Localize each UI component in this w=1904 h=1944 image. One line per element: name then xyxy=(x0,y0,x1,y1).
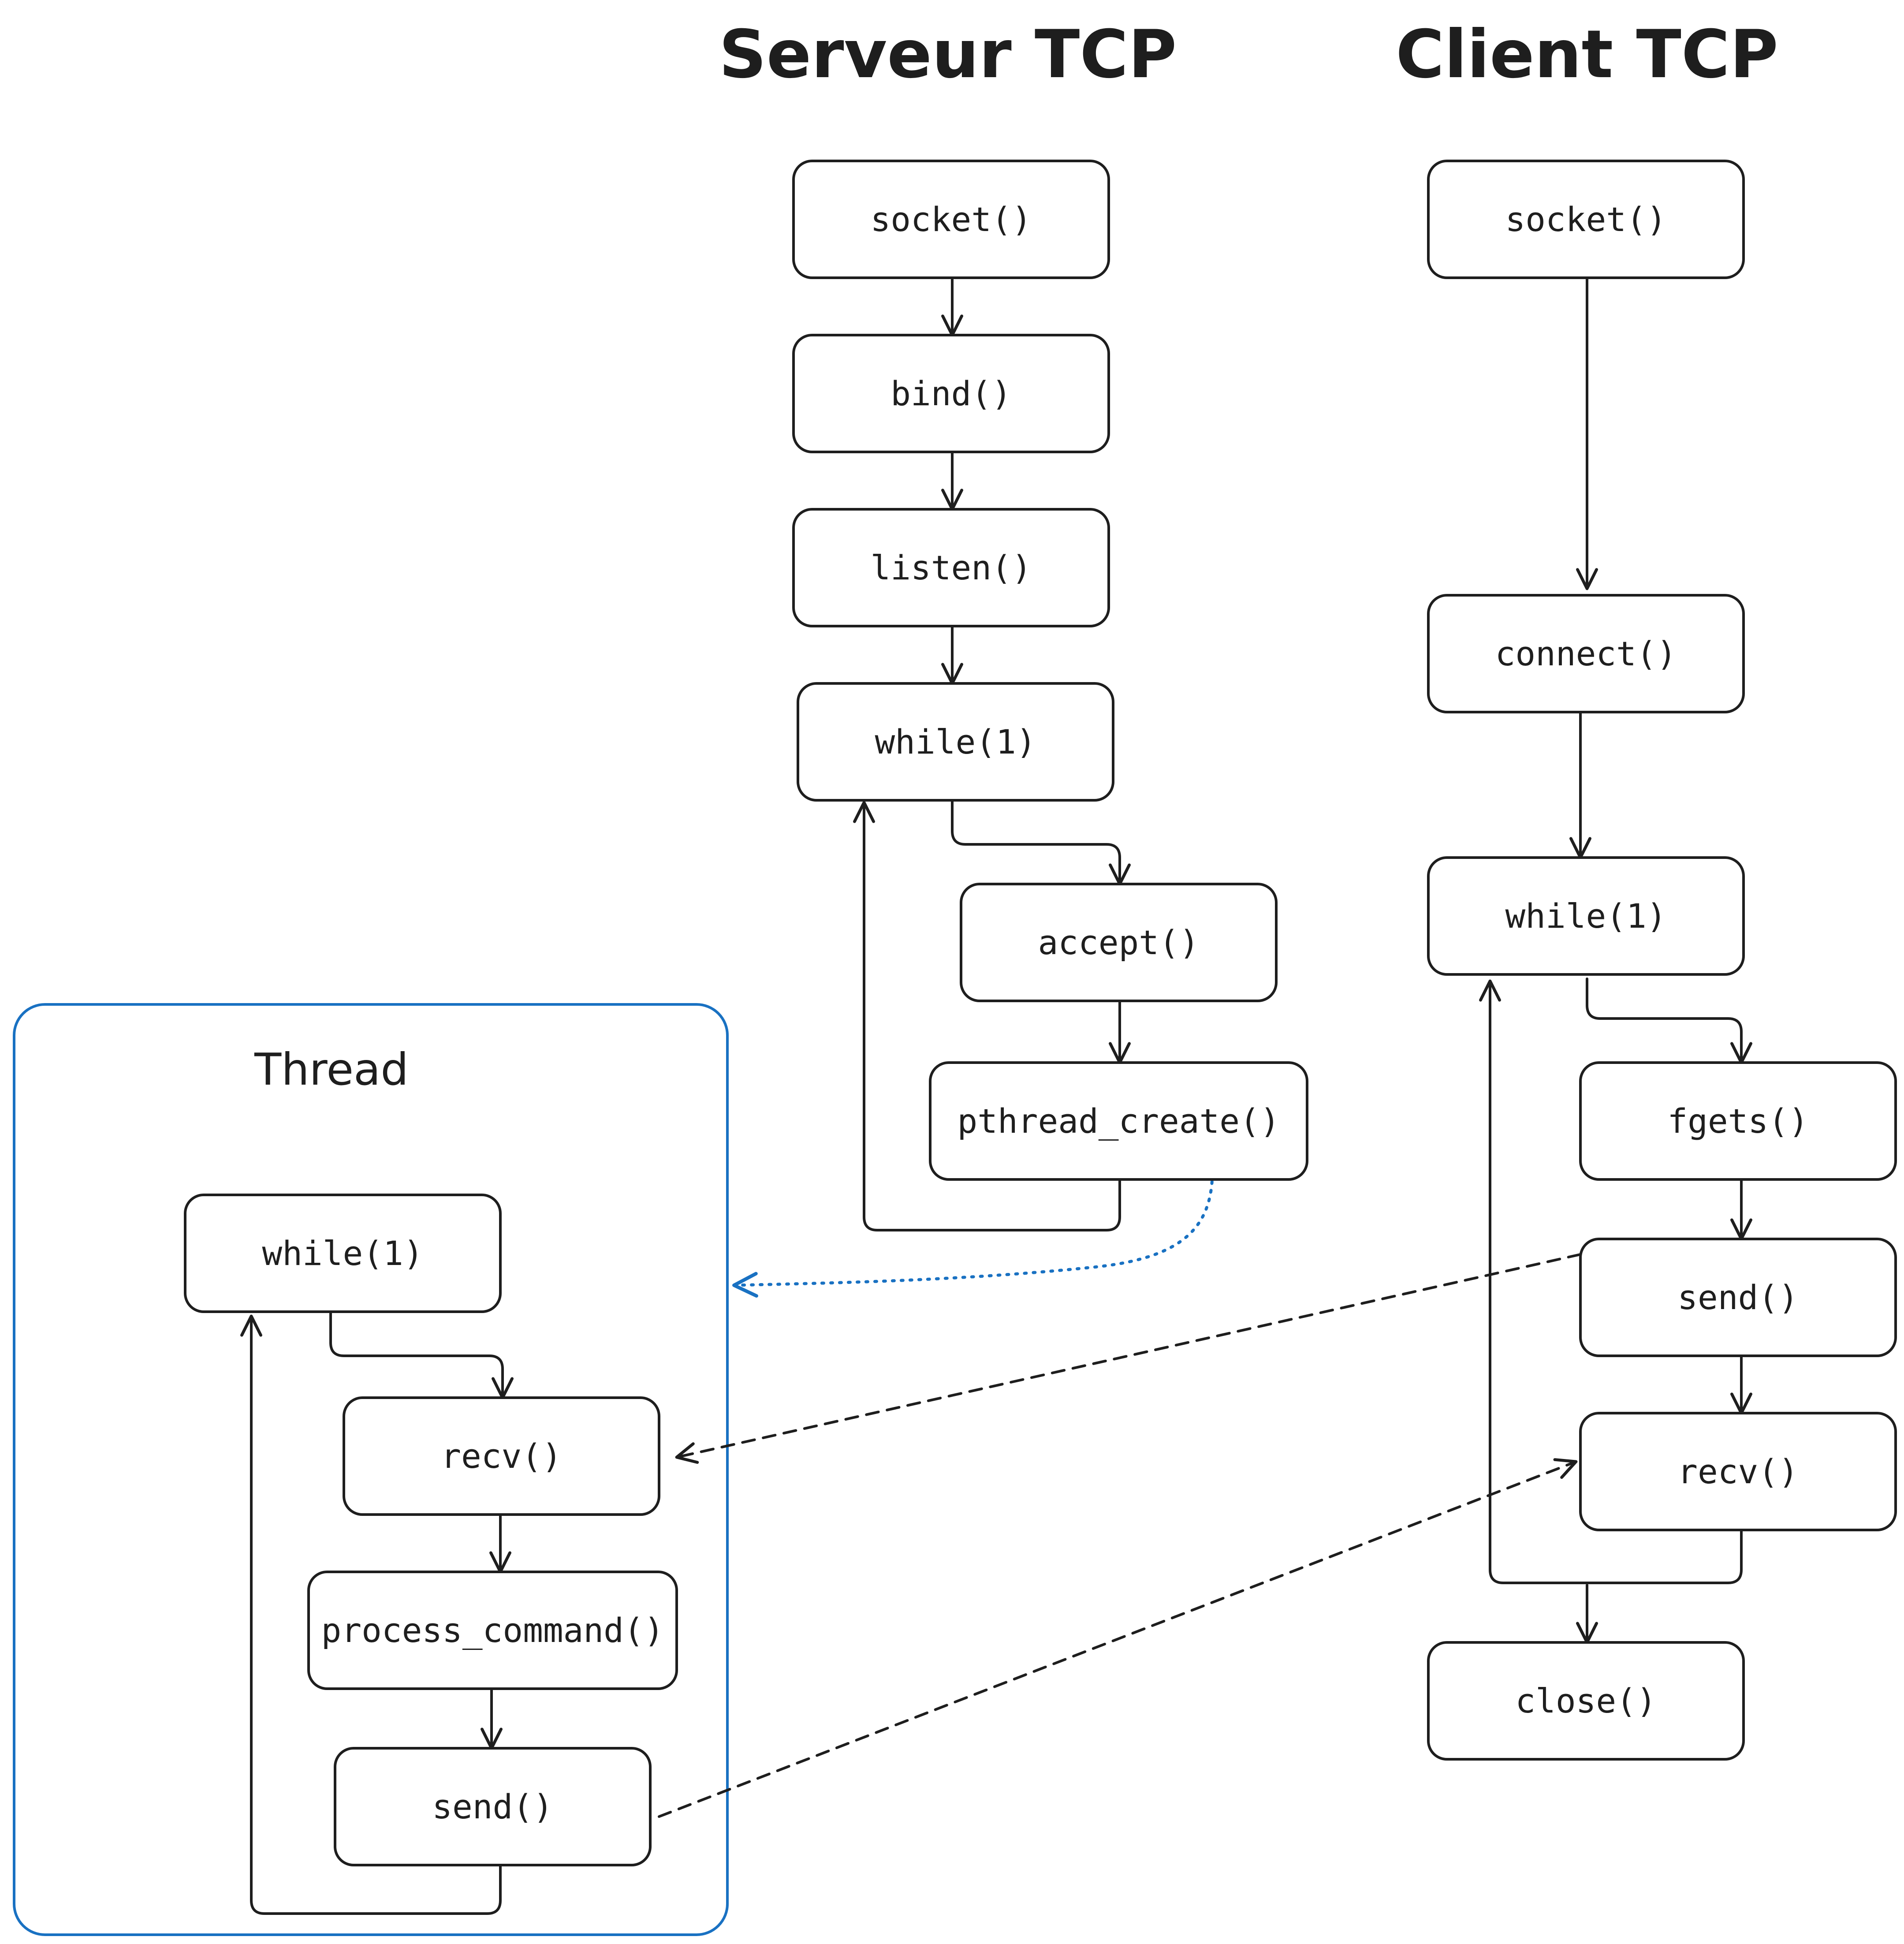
arrow-cli-recv-loop-back xyxy=(1479,979,1743,1584)
node-srv-accept: accept() xyxy=(960,883,1278,1002)
node-srv-listen-label: listen() xyxy=(870,548,1032,587)
thread-group: Thread xyxy=(13,1003,729,1936)
node-srv-socket: socket() xyxy=(792,160,1110,279)
node-srv-accept-label: accept() xyxy=(1038,923,1199,962)
node-srv-while-label: while(1) xyxy=(875,722,1036,761)
node-cli-connect-box xyxy=(1427,594,1745,713)
node-srv-pthread-box xyxy=(929,1061,1308,1181)
flow-connectors xyxy=(240,276,1752,1915)
node-cli-recv-label: recv() xyxy=(1677,1452,1799,1491)
node-thr-while-box xyxy=(184,1194,502,1313)
node-srv-while-box xyxy=(797,682,1114,802)
node-cli-while-label: while(1) xyxy=(1505,896,1666,936)
node-srv-socket-box xyxy=(792,160,1110,279)
node-srv-while: while(1) xyxy=(797,682,1114,802)
arrow-pthread-spawns-thread xyxy=(732,1162,1214,1298)
node-cli-send-box xyxy=(1579,1238,1897,1357)
node-cli-send-label: send() xyxy=(1677,1278,1799,1317)
nodes-layer: socket() bind() listen() while(1) accept() pt… xyxy=(184,160,1897,1866)
node-srv-bind-box xyxy=(792,334,1110,453)
node-thr-send: send() xyxy=(334,1747,652,1866)
thread-group-label: Thread xyxy=(254,1044,409,1095)
node-thr-recv: recv() xyxy=(343,1396,660,1516)
client-title: Client TCP xyxy=(1396,16,1778,93)
node-cli-fgets: fgets() xyxy=(1579,1061,1897,1181)
node-srv-listen: listen() xyxy=(792,508,1110,627)
node-cli-fgets-box xyxy=(1579,1061,1897,1181)
node-cli-socket-box xyxy=(1427,160,1745,279)
node-cli-connect: connect() xyxy=(1427,594,1745,713)
node-cli-send: send() xyxy=(1579,1238,1897,1357)
node-thr-recv-label: recv() xyxy=(441,1437,562,1476)
node-thr-send-label: send() xyxy=(432,1787,553,1826)
node-thr-recv-box xyxy=(343,1396,660,1516)
arrow-thread-send-to-client-recv xyxy=(658,1458,1578,1818)
node-srv-listen-box xyxy=(792,508,1110,627)
node-srv-accept-box xyxy=(960,883,1278,1002)
node-thr-while: while(1) xyxy=(184,1194,502,1313)
node-thr-while-label: while(1) xyxy=(262,1234,423,1273)
arrow-client-send-to-thread-recv xyxy=(675,1253,1582,1464)
arrow-srv-while-to-accept xyxy=(951,799,1131,886)
node-thr-process-box xyxy=(307,1571,678,1690)
node-srv-bind-label: bind() xyxy=(891,374,1012,413)
node-srv-socket-label: socket() xyxy=(870,200,1032,239)
node-cli-recv: recv() xyxy=(1579,1412,1897,1531)
node-cli-while: while(1) xyxy=(1427,856,1745,976)
node-cli-connect-label: connect() xyxy=(1495,634,1677,673)
node-thr-process-label: process_command() xyxy=(321,1611,664,1650)
node-srv-pthread: pthread_create() xyxy=(929,1061,1308,1181)
arrow-srv-pthread-loop-back xyxy=(853,801,1121,1231)
node-cli-socket: socket() xyxy=(1427,160,1745,279)
node-cli-fgets-label: fgets() xyxy=(1667,1101,1808,1141)
message-connectors xyxy=(658,1162,1582,1818)
arrow-cli-while-to-fgets xyxy=(1586,978,1752,1064)
node-srv-pthread-label: pthread_create() xyxy=(957,1101,1280,1141)
arrow-thr-while-to-recv xyxy=(329,1310,514,1399)
node-srv-bind: bind() xyxy=(792,334,1110,453)
thread-group-frame xyxy=(13,1003,729,1936)
node-cli-while-box xyxy=(1427,856,1745,976)
node-cli-close: close() xyxy=(1427,1641,1745,1761)
node-cli-close-box xyxy=(1427,1641,1745,1761)
node-cli-socket-label: socket() xyxy=(1505,200,1666,239)
node-cli-recv-box xyxy=(1579,1412,1897,1531)
node-cli-close-label: close() xyxy=(1515,1681,1656,1720)
server-title: Serveur TCP xyxy=(719,16,1177,93)
node-thr-send-box xyxy=(334,1747,652,1866)
node-thr-process: process_command() xyxy=(307,1571,678,1690)
arrow-thr-send-loop-back xyxy=(240,1314,502,1915)
